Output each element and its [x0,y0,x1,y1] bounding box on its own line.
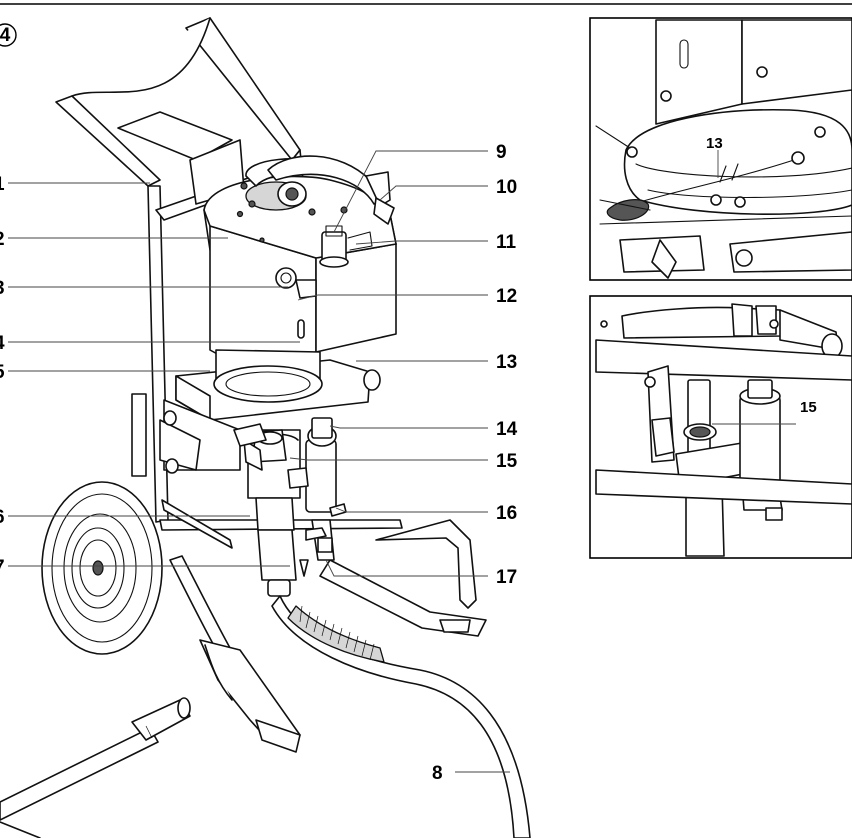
label-11: 11 [496,232,517,253]
label-15: 15 [496,451,518,472]
labels-right: 9 10 11 12 13 14 15 16 17 [496,142,518,588]
label-16: 16 [496,503,517,524]
label-17: 17 [496,567,517,588]
label-8: 8 [432,763,443,784]
label-12: 12 [496,286,517,307]
machine-illustration [0,17,531,838]
labels-left: 1 2 3 4 5 6 7 [0,174,5,578]
label-3: 3 [0,278,5,299]
figure-number: 4 [0,23,17,47]
label-13: 13 [496,352,517,373]
inset-bottom: 15 [589,295,852,559]
wheel [41,481,163,655]
inset-bottom-label: 15 [800,399,817,416]
leader-lines [8,150,510,773]
label-6: 6 [0,507,5,528]
label-4: 4 [0,333,5,354]
foot-stand [199,519,487,753]
label-5: 5 [0,362,5,383]
inset-bottom-illustration [595,303,852,557]
motor-housing [203,155,397,366]
inset-top-illustration [595,19,852,279]
pump-lower [213,349,347,597]
label-7: 7 [0,557,5,578]
inset-top: 13 [589,17,852,281]
label-10: 10 [496,177,517,198]
label-2: 2 [0,229,5,250]
inset-top-label: 13 [706,135,723,152]
label-1: 1 [0,174,5,195]
suction-hose [0,595,531,838]
label-9: 9 [496,142,507,163]
label-14: 14 [496,419,518,440]
svg-text:4: 4 [0,25,11,46]
